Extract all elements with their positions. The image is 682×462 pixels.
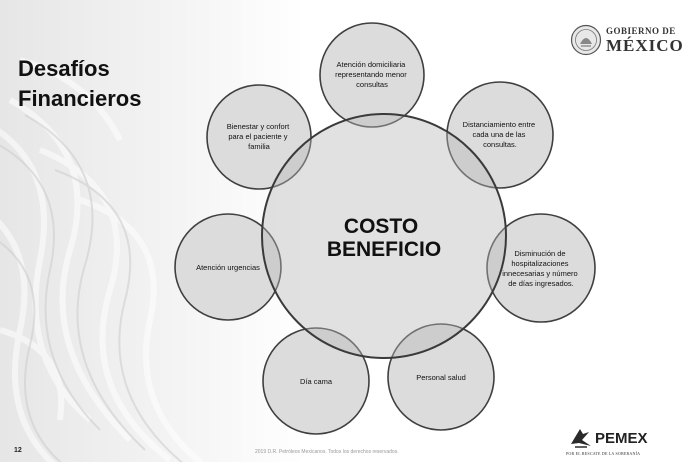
node-label-line: Día cama <box>300 377 333 386</box>
node-circle-bienestar <box>206 84 312 190</box>
node-label-line: hospitalizaciones <box>511 259 568 268</box>
center-label: COSTO BENEFICIO <box>327 215 441 261</box>
gobierno-de-mexico-logo: GOBIERNO DE MÉXICO <box>570 22 682 62</box>
mexico-label: MÉXICO <box>606 36 682 55</box>
node-label-line: representando menor <box>335 70 407 79</box>
node-label-line: Bienestar y confort <box>227 122 290 131</box>
node-label-dia-cama: Día cama <box>300 377 333 386</box>
node-label-line: familia <box>248 142 271 151</box>
node-label-line: Personal salud <box>416 373 466 382</box>
node-label-line: de días ingresados. <box>508 279 573 288</box>
pemex-logo: PEMEX POR EL RESCATE DE LA SOBERANÍA <box>563 426 679 460</box>
slide-title-line-2: Financieros <box>18 86 142 111</box>
center-circle <box>261 113 507 359</box>
node-label-distanciamiento: Distanciamiento entre cada una de las co… <box>463 120 538 149</box>
node-label-disminucion: Disminución de hospitalizaciones inneces… <box>502 249 580 288</box>
pemex-tagline: POR EL RESCATE DE LA SOBERANÍA <box>566 451 641 456</box>
node-label-personal-salud: Personal salud <box>416 373 466 382</box>
slide-title: Desafíos Financieros <box>18 54 188 114</box>
node-label-line: cada una de las <box>472 130 525 139</box>
center-label-line-1: COSTO <box>344 215 418 238</box>
decorative-background-pattern <box>0 57 205 462</box>
node-circle-atencion-urgencias <box>174 213 282 321</box>
node-label-line: Distanciamiento entre <box>463 120 536 129</box>
node-label-line: Disminución de <box>514 249 565 258</box>
node-label-line: consultas. <box>483 140 517 149</box>
node-circle-personal-salud <box>387 323 495 431</box>
node-label-bienestar: Bienestar y confort para el paciente y f… <box>227 122 292 151</box>
node-label-line: innecesarias y número <box>502 269 577 278</box>
node-circle-disminucion <box>486 213 596 323</box>
node-label-atencion-urgencias: Atención urgencias <box>196 263 260 272</box>
pemex-eagle-icon <box>571 429 591 448</box>
pemex-name: PEMEX <box>595 430 648 447</box>
node-circle-atencion-domiciliaria <box>319 22 425 128</box>
outer-circles <box>174 22 596 435</box>
node-label-atencion-domiciliaria: Atención domiciliaria representando meno… <box>335 60 409 89</box>
node-label-line: Atención domiciliaria <box>337 60 407 69</box>
page-number: 12 <box>14 447 22 454</box>
mexico-seal-icon <box>570 24 602 56</box>
copyright-notice: 2019 D.R. Petróleos Mexicanos. Todos los… <box>255 449 399 455</box>
slide-title-line-1: Desafíos <box>18 56 110 81</box>
node-label-line: Atención urgencias <box>196 263 260 272</box>
node-label-line: para el paciente y <box>228 132 287 141</box>
node-label-line: consultas <box>356 80 388 89</box>
node-circle-distanciamiento <box>446 81 554 189</box>
node-circle-dia-cama <box>262 327 370 435</box>
center-label-line-2: BENEFICIO <box>327 238 441 261</box>
gobierno-label: GOBIERNO DE <box>606 26 676 36</box>
